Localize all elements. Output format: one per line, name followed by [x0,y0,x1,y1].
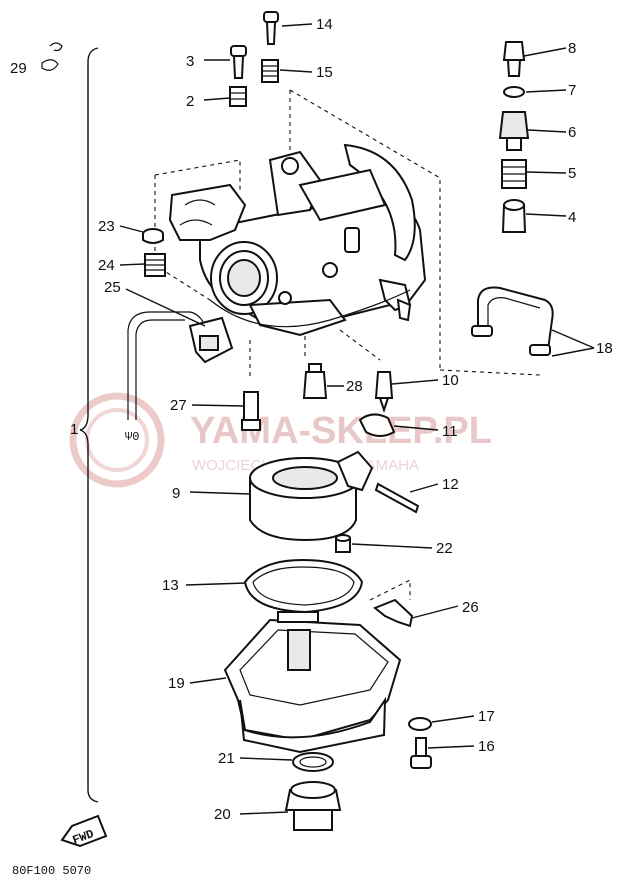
label-4: 4 [568,209,576,226]
part-17-washer [408,717,432,731]
fwd-label: FWD [71,827,96,848]
part-25-wire-connector: Ψ0 [125,311,234,444]
carburetor-body [168,143,427,337]
label-11: 11 [442,423,458,440]
part-23-cap [142,228,164,244]
fwd-arrow-icon: FWD [60,814,108,848]
label-12: 12 [442,476,459,493]
label-2: 2 [186,93,194,110]
label-8: 8 [568,40,576,57]
part-24-spring [144,253,166,277]
part-27-jet [241,391,261,431]
watermark-logo [69,392,165,488]
label-13: 13 [162,577,179,594]
label-16: 16 [478,738,495,755]
label-25: 25 [104,279,121,296]
part-13-gasket [243,558,364,614]
label-27: 27 [170,397,187,414]
label-28: 28 [346,378,363,395]
label-23: 23 [98,218,115,235]
part-18-hose [471,286,554,356]
leader-lines [119,23,595,815]
part-3-screw [230,45,247,79]
body-frame-outline [289,89,541,376]
label-29: 29 [10,60,27,77]
label-5: 5 [568,165,576,182]
part-6-nut [498,111,530,151]
label-24: 24 [98,257,115,274]
part-20-drain-plug [284,781,342,831]
part-21-gasket [292,752,334,772]
part-4-piston [501,199,527,233]
label-14: 14 [316,16,333,33]
label-18: 18 [596,340,613,357]
watermark-main: YAMA-SKLEP.PL [190,410,492,452]
part-28-needle-jet [302,363,328,399]
part-2-spring [229,86,247,107]
part-5-spring [501,159,527,189]
label-17: 17 [478,708,495,725]
label-20: 20 [214,806,231,823]
label-15: 15 [316,64,333,81]
part-labels: 1 2 3 4 5 6 7 8 9 10 11 12 13 14 15 16 1… [10,16,613,823]
part-15-spring [261,59,279,83]
label-26: 26 [462,599,479,616]
label-22: 22 [436,540,453,557]
assembly-bracket [79,47,99,803]
part-8-plug [502,41,526,77]
part-10-needle-valve [374,371,394,414]
part-26-bracket [369,579,414,628]
part-9-float [249,450,374,542]
part-19-float-bowl [223,611,402,754]
part-16-screw [410,737,432,769]
drawing-code: 80F100 5070 [12,864,91,878]
part-22-jet [335,534,351,553]
part-29-clip [41,42,63,71]
label-7: 7 [568,82,576,99]
part-7-washer [503,86,525,98]
part-11-clip [358,413,396,437]
label-1: 1 [70,421,78,438]
label-19: 19 [168,675,185,692]
label-10: 10 [442,372,459,389]
wire-end-marks: Ψ0 [125,430,139,444]
label-9: 9 [172,485,180,502]
part-12-pin [374,482,420,514]
label-3: 3 [186,53,194,70]
label-6: 6 [568,124,576,141]
part-14-screw [263,11,279,45]
label-21: 21 [218,750,235,767]
